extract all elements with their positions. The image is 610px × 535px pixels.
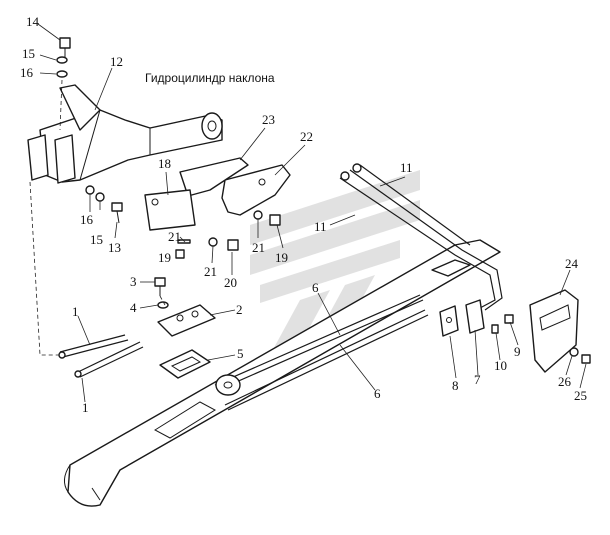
- bracket-8: [439, 305, 459, 337]
- callout-label: 19: [275, 250, 288, 265]
- callout-label: 25: [574, 388, 587, 403]
- callout-label: 2: [236, 302, 243, 317]
- callout-label: 10: [494, 358, 507, 373]
- hose-1: [58, 334, 144, 378]
- plate-18: [144, 189, 196, 231]
- clamp-7: [465, 299, 485, 334]
- callout-label: 4: [130, 300, 137, 315]
- callout-label: 16: [80, 212, 94, 227]
- callout-label: 26: [558, 374, 572, 389]
- callout-label: 13: [108, 240, 121, 255]
- callout-label: 3: [130, 274, 137, 289]
- callout-label: 5: [237, 346, 244, 361]
- gasket-5: [159, 349, 211, 379]
- tilt-cylinder: [27, 84, 223, 184]
- callout-label: 22: [300, 129, 313, 144]
- cover-24: [529, 289, 579, 373]
- diagram-caption: Гидроцилиндр наклона: [145, 71, 275, 85]
- callout-label: 23: [262, 112, 275, 127]
- callout-label: 21: [204, 264, 217, 279]
- leader-lines: [29, 23, 587, 403]
- callout-label: 6: [312, 280, 319, 295]
- callout-label: 1: [72, 304, 79, 319]
- callout-label: 19: [158, 250, 171, 265]
- callout-label: 9: [514, 344, 521, 359]
- callout-label: 21: [252, 240, 265, 255]
- callout-label: 18: [158, 156, 171, 171]
- callout-label: 21: [168, 229, 181, 244]
- callout-label: 8: [452, 378, 459, 393]
- hose-6: [214, 294, 429, 411]
- callout-label: 20: [224, 275, 237, 290]
- plate-2: [157, 304, 216, 337]
- callout-label: 11: [314, 219, 327, 234]
- watermark-logo: [250, 170, 420, 355]
- callout-label: 15: [90, 232, 103, 247]
- callout-label: 12: [110, 54, 123, 69]
- callout-labels: 14 15 16 12 23 22 18 16 15 13 21 19 21 2…: [20, 14, 587, 415]
- callout-label: 11: [400, 160, 413, 175]
- pipe-11: [339, 163, 503, 311]
- callout-label: 6: [374, 386, 381, 401]
- callout-label: 16: [20, 65, 34, 80]
- callout-label: 15: [22, 46, 35, 61]
- callout-label: 14: [26, 14, 40, 29]
- boom-body: [64, 239, 501, 507]
- callout-label: 1: [82, 400, 89, 415]
- callout-label: 7: [474, 372, 481, 387]
- callout-label: 24: [565, 256, 579, 271]
- bolts: [56, 37, 591, 364]
